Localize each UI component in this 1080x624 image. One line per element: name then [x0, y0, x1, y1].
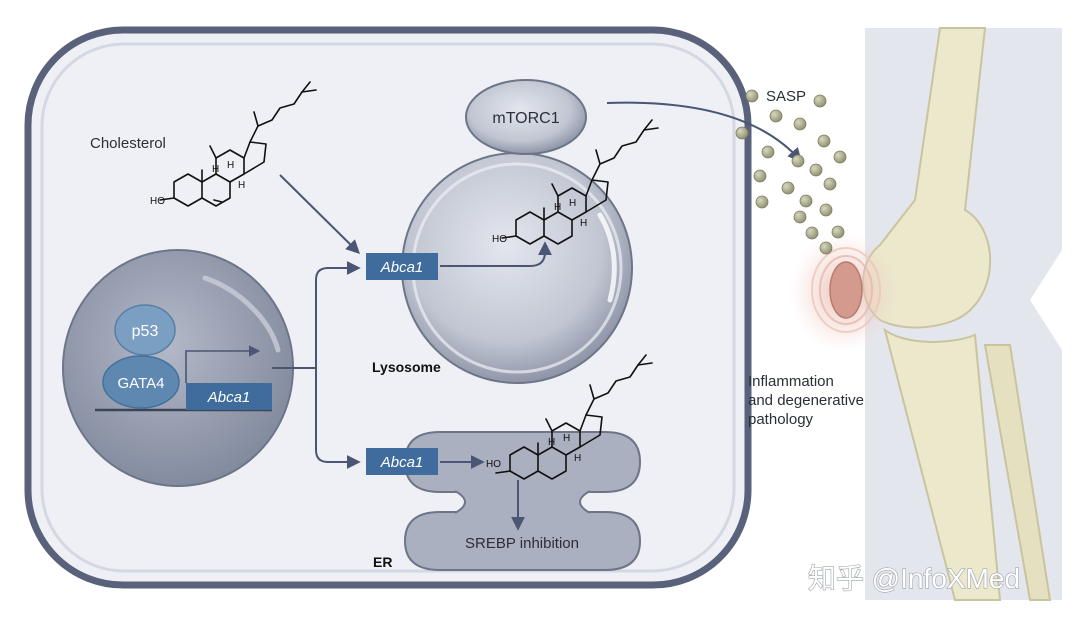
ho-label: HO — [486, 459, 501, 470]
h-label: H — [580, 218, 587, 229]
abca1-lysosome-box — [366, 253, 438, 280]
cholesterol-molecule-lysosome: HO H H H — [492, 119, 659, 245]
inflammation-label-line1: Inflammation — [748, 373, 834, 390]
abca1-er-label: Abca1 — [380, 454, 424, 471]
cholesterol-arrow — [279, 174, 360, 254]
sasp-particle — [735, 126, 749, 140]
cholesterol-molecule-free: HO H H H — [150, 81, 317, 207]
sasp-particle — [817, 134, 831, 148]
inflammation-label-line3: pathology — [748, 411, 814, 428]
ho-label: HO — [492, 234, 507, 245]
sasp-particle — [769, 109, 783, 123]
sasp-label: SASP — [766, 88, 806, 105]
sasp-particle — [793, 210, 807, 224]
srebp-label: SREBP inhibition — [465, 535, 579, 552]
h-label: H — [563, 433, 570, 444]
sasp-particle — [819, 241, 833, 255]
abca1-lysosome-label: Abca1 — [380, 259, 424, 276]
cholesterol-molecule-er: HO H H H — [486, 354, 653, 480]
cell-inner-ring — [40, 42, 736, 573]
sasp-particle — [791, 154, 805, 168]
sasp-particle — [833, 150, 847, 164]
branch-arrows — [272, 261, 361, 469]
lysosome-label: Lysosome — [372, 359, 441, 375]
nucleus — [62, 249, 294, 487]
sasp-particles — [735, 89, 847, 255]
sasp-particle — [793, 117, 807, 131]
h-label: H — [574, 453, 581, 464]
h-label: H — [548, 437, 555, 448]
sasp-particle — [823, 177, 837, 191]
inflammation-site — [790, 232, 900, 352]
sasp-particle — [813, 94, 827, 108]
lysosome-transport-arrow — [440, 241, 552, 267]
sasp-particle — [805, 226, 819, 240]
sasp-particle — [755, 195, 769, 209]
inflammation-label-line2: and degenerative — [748, 392, 864, 409]
abca1-er-box — [366, 448, 438, 475]
sasp-particle — [745, 89, 759, 103]
mtorc1-label: mTORC1 — [492, 110, 559, 127]
cholesterol-label: Cholesterol — [90, 135, 166, 152]
p53-label: p53 — [132, 323, 159, 340]
er-label: ER — [373, 554, 392, 570]
sasp-particle — [761, 145, 775, 159]
ho-label: HO — [150, 196, 165, 207]
h-label: H — [212, 164, 219, 175]
h-label: H — [554, 202, 561, 213]
lysosome — [401, 152, 633, 384]
sasp-particle — [799, 194, 813, 208]
abca1-gene-box — [186, 383, 272, 410]
mtorc1-sasp-arrow — [606, 101, 802, 163]
knee-bone — [862, 27, 1052, 601]
p53-protein — [114, 304, 176, 356]
h-label: H — [569, 198, 576, 209]
h-label: H — [227, 160, 234, 171]
gata4-protein — [102, 355, 180, 409]
mtorc1-complex — [465, 79, 587, 155]
sasp-particle — [809, 163, 823, 177]
transcription-arrow — [185, 345, 261, 383]
gata4-label: GATA4 — [118, 375, 165, 392]
sasp-particle — [819, 203, 833, 217]
sasp-particle — [831, 225, 845, 239]
abca1-gene-label: Abca1 — [207, 389, 251, 406]
watermark: 知乎 @InfoXMed — [808, 563, 1020, 594]
sasp-particle — [781, 181, 795, 195]
sasp-particle — [753, 169, 767, 183]
h-label: H — [238, 180, 245, 191]
